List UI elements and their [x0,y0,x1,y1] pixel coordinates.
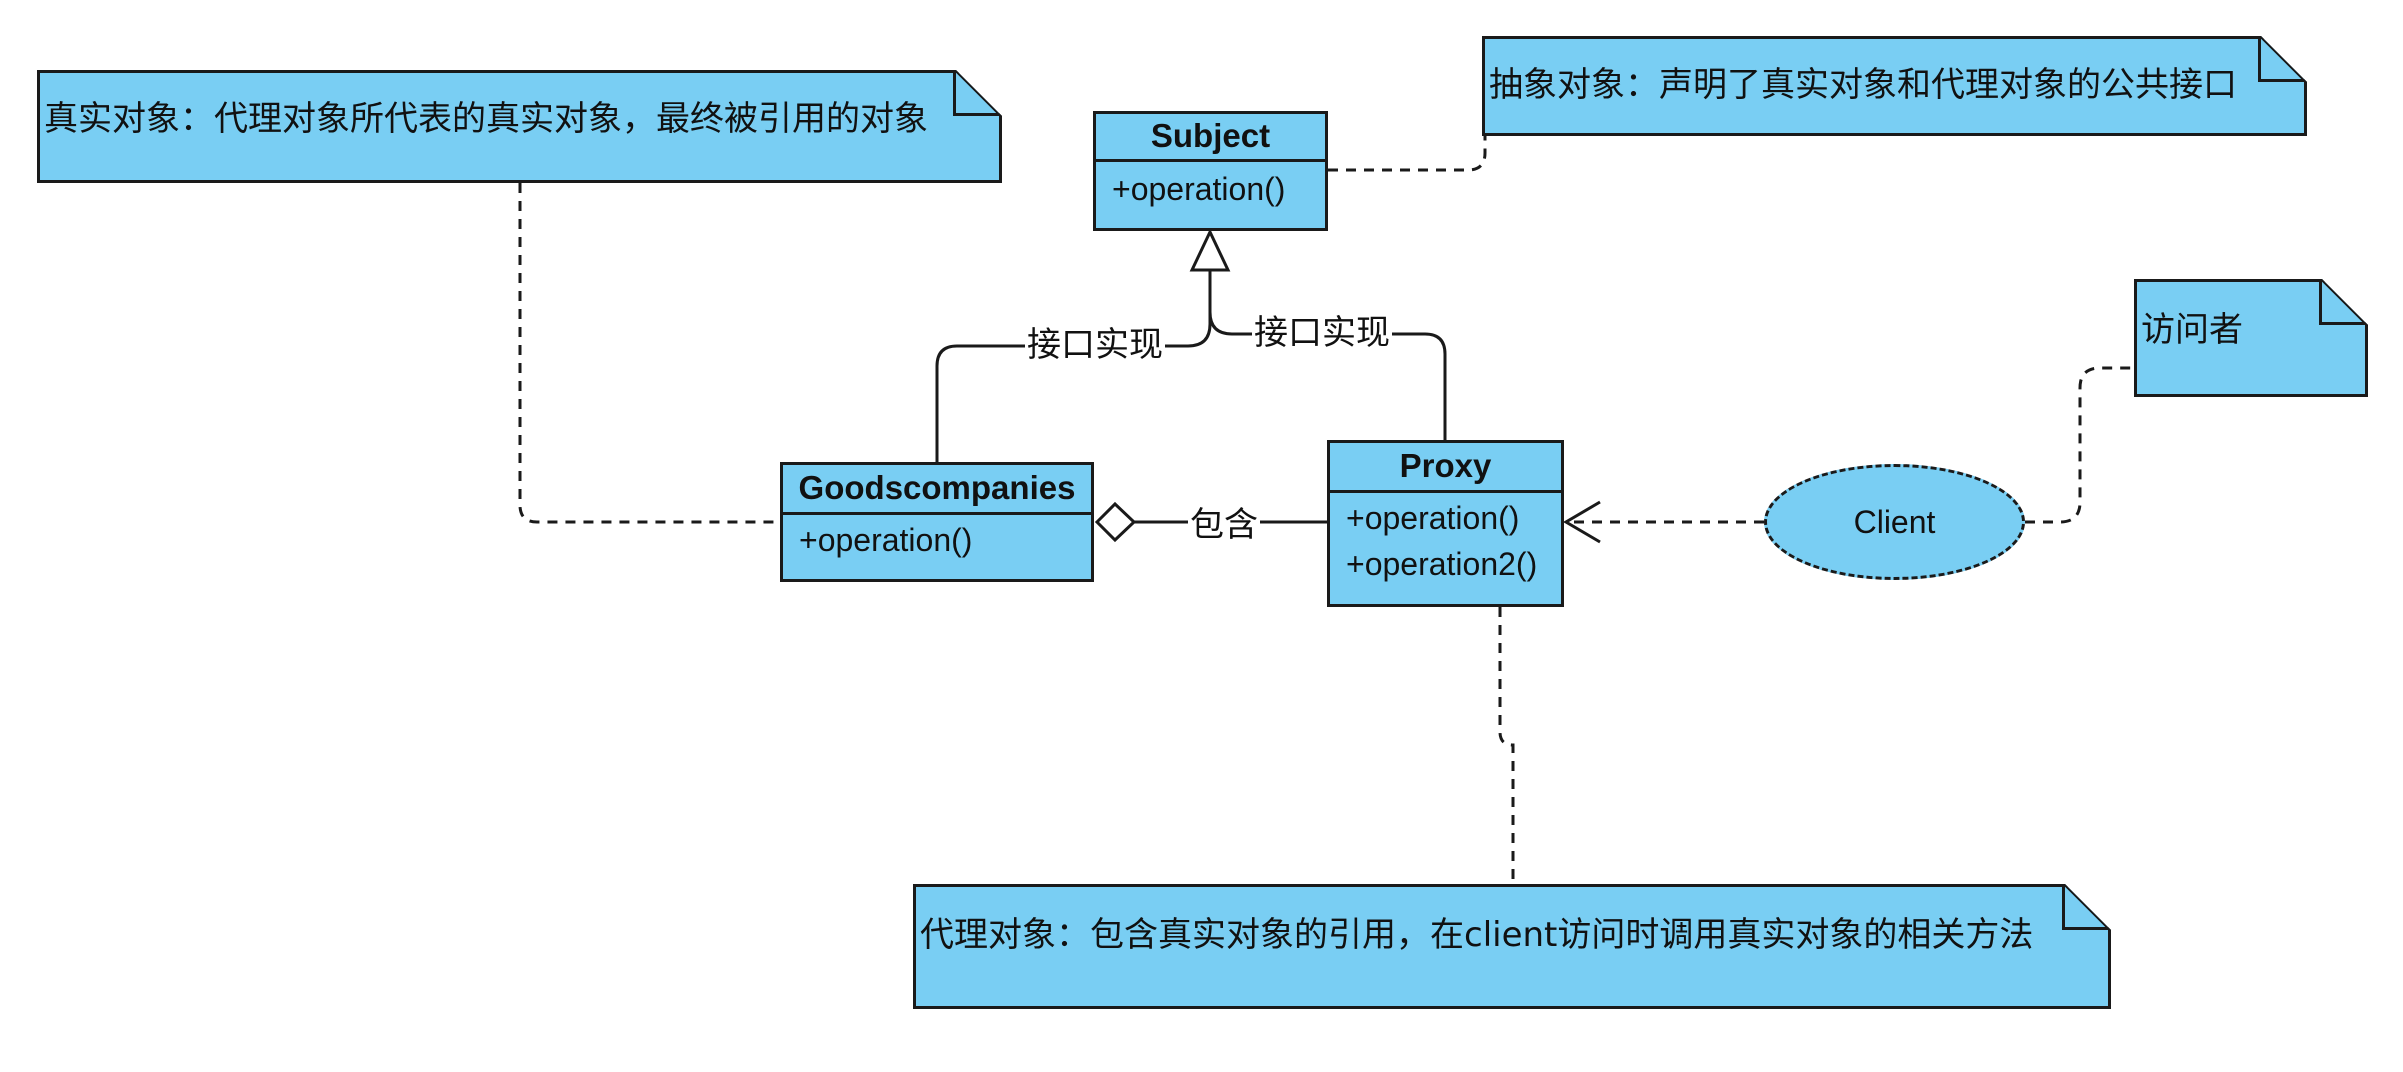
aggregation-diamond [1094,501,1137,543]
note-fold-edge [953,70,956,116]
proxy-object-note: 代理对象：包含真实对象的引用，在client访问时调用真实对象的相关方法 [913,884,2111,1009]
proxy-class[interactable]: Proxy +operation() +operation2() [1327,440,1564,607]
real-subject-note: 真实对象：代理对象所代表的真实对象，最终被引用的对象 [37,70,1002,183]
abstract-note-link [1328,132,1487,172]
real-subject-note-text: 真实对象：代理对象所代表的真实对象，最终被引用的对象 [44,99,928,139]
note-fold-edge [2319,322,2368,325]
note-fold-edge [2258,36,2261,82]
proxy-note-link [1498,607,1515,884]
real-note-link [518,183,780,524]
note-fold-edge [2062,927,2111,930]
goodscompanies-class[interactable]: Goodscompanies +operation() [780,462,1094,582]
note-fold-edge [2062,884,2065,930]
realization-arrowhead [1189,228,1231,272]
goodscompanies-operation: +operation() [799,522,973,558]
proxy-object-note-text: 代理对象：包含真实对象的引用，在client访问时调用真实对象的相关方法 [920,915,2034,955]
visitor-note-link [2025,366,2134,524]
goods-realization-label: 接口实现 [1025,325,1165,365]
abstract-subject-note-text: 抽象对象：声明了真实对象和代理对象的公共接口 [1489,65,2237,105]
subject-operation: +operation() [1112,171,1286,207]
abstract-subject-note: 抽象对象：声明了真实对象和代理对象的公共接口 [1482,36,2307,136]
dependency-arrowhead [1563,500,1601,544]
proxy-class-name: Proxy [1330,443,1561,493]
proxy-realization-label: 接口实现 [1252,313,1392,353]
client-node[interactable]: Client [1764,464,2025,580]
note-fold-edge [2258,79,2307,82]
proxy-operation-2: +operation2() [1346,546,1538,582]
contains-label: 包含 [1188,505,1260,545]
visitor-note: 访问者 [2134,279,2368,397]
proxy-operation: +operation() [1346,500,1520,536]
goods-realization-edge [935,270,1212,462]
client-label: Client [1853,503,1936,540]
proxy-realization-edge [1208,270,1447,440]
note-fold-edge [2319,279,2322,325]
subject-class-name: Subject [1096,114,1325,162]
visitor-note-text: 访问者 [2141,310,2243,350]
goodscompanies-class-name: Goodscompanies [783,465,1091,515]
note-fold-edge [953,113,1002,116]
subject-class[interactable]: Subject +operation() [1093,111,1328,231]
